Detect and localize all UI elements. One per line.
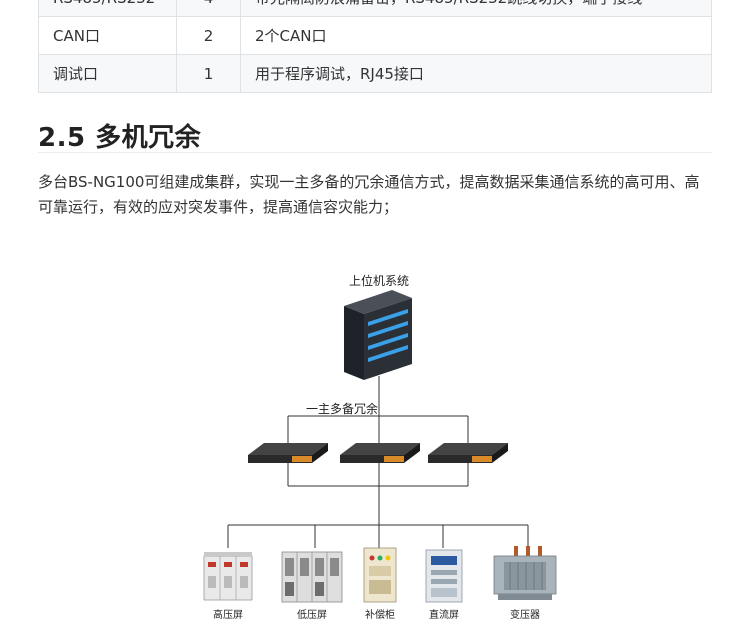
gateway-icon <box>340 443 420 463</box>
section-paragraph: 多台BS-NG100可组建成集群，实现一主多备的冗余通信方式，提高数据采集通信系… <box>38 173 700 216</box>
transformer-icon <box>493 546 557 600</box>
section-divider <box>38 152 712 153</box>
device-label: 补偿柜 <box>365 608 395 621</box>
server-icon <box>344 290 412 380</box>
port-count: 4 <box>176 0 241 17</box>
port-count: 2 <box>176 16 241 55</box>
dc-panel-icon <box>425 549 463 603</box>
table-row: 调试口 1 用于程序调试，RJ45接口 <box>38 54 712 93</box>
device-label: 变压器 <box>510 608 540 621</box>
gateway-icon <box>248 443 328 463</box>
gateway-icon <box>428 443 508 463</box>
port-description: 带光隔离防浪涌雷击，RS485/RS232跳线切换，端子接线 <box>240 0 712 17</box>
section-title: 2.5 多机冗余 <box>38 123 202 153</box>
port-count: 1 <box>176 54 241 93</box>
spec-table: RS485/RS232 4 带光隔离防浪涌雷击，RS485/RS232跳线切换，… <box>38 0 712 93</box>
low-voltage-cabinet-icon <box>281 551 343 603</box>
compensation-cabinet-icon <box>363 547 397 603</box>
device-label: 直流屏 <box>429 608 459 621</box>
table-row: CAN口 2 2个CAN口 <box>38 16 712 55</box>
table-row: RS485/RS232 4 带光隔离防浪涌雷击，RS485/RS232跳线切换，… <box>38 0 712 17</box>
port-description: 用于程序调试，RJ45接口 <box>240 54 712 93</box>
device-label: 高压屏 <box>213 608 243 621</box>
port-description: 2个CAN口 <box>240 16 712 55</box>
high-voltage-cabinet-icon <box>203 552 253 601</box>
device-label: 低压屏 <box>297 608 327 621</box>
server-label: 上位机系统 <box>349 273 409 288</box>
port-name: 调试口 <box>38 54 177 93</box>
redundancy-label: 一主多备冗余 <box>306 401 378 416</box>
